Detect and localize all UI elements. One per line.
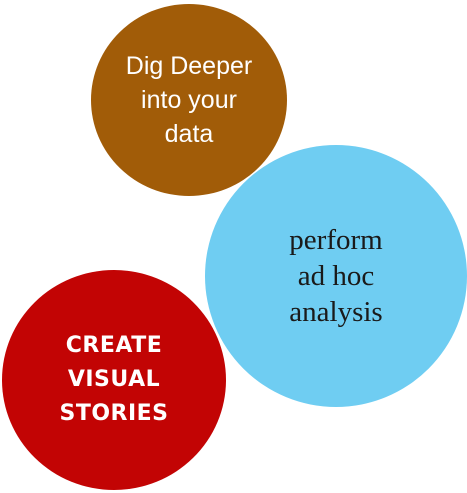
dig-deeper-label: Dig Deeper into your data bbox=[114, 49, 264, 151]
ad-hoc-analysis-bubble: perform ad hoc analysis bbox=[205, 145, 467, 407]
visual-stories-line-2: VISUAL bbox=[67, 367, 161, 392]
visual-stories-label: CREATE VISUAL STORIES bbox=[39, 329, 189, 431]
ad-hoc-line-3: analysis bbox=[289, 296, 383, 328]
visual-stories-bubble: CREATE VISUAL STORIES bbox=[2, 270, 226, 490]
visual-stories-line-1: CREATE bbox=[65, 333, 163, 358]
ad-hoc-line-2: ad hoc bbox=[297, 260, 375, 292]
ad-hoc-line-1: perform bbox=[289, 224, 383, 256]
visual-stories-line-3: STORIES bbox=[59, 401, 169, 426]
ad-hoc-analysis-label: perform ad hoc analysis bbox=[251, 222, 421, 330]
dig-deeper-bubble: Dig Deeper into your data bbox=[91, 4, 287, 196]
dig-deeper-line-3: data bbox=[164, 120, 214, 148]
dig-deeper-line-1: Dig Deeper bbox=[125, 52, 253, 80]
dig-deeper-line-2: into your bbox=[141, 86, 237, 114]
